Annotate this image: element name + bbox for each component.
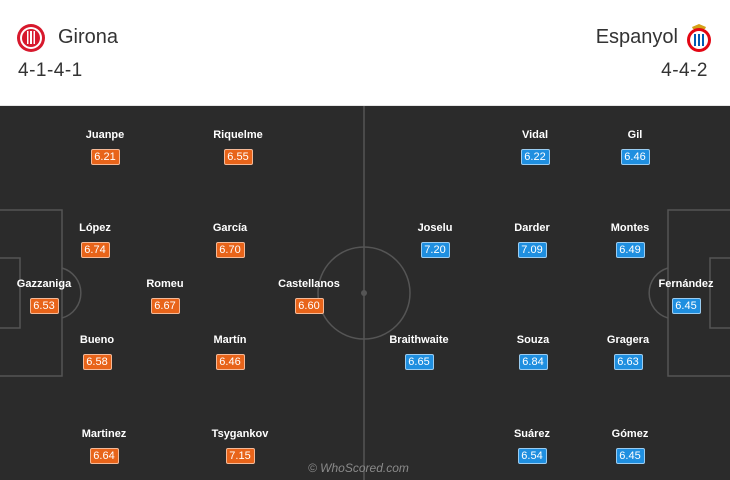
player-suarez[interactable]: Suárez 6.54 <box>487 428 577 464</box>
player-rating: 6.45 <box>615 448 645 464</box>
whoscored-watermark: © WhoScored.com <box>308 461 409 475</box>
girona-crest-icon <box>17 24 45 52</box>
player-name: Gazzaniga <box>16 278 72 290</box>
player-name: Suárez <box>513 428 551 440</box>
player-vidal[interactable]: Vidal 6.22 <box>490 129 580 165</box>
player-name: Montes <box>610 222 650 234</box>
player-name: Joselu <box>417 222 453 234</box>
player-riquelme[interactable]: Riquelme 6.55 <box>193 129 283 165</box>
player-name: Souza <box>516 334 550 346</box>
player-name: Vidal <box>521 129 549 141</box>
home-team-name: Girona <box>58 26 119 48</box>
away-formation: 4-4-2 <box>661 60 708 81</box>
player-castellanos[interactable]: Castellanos 6.60 <box>264 278 354 314</box>
player-rating: 6.46 <box>620 149 650 165</box>
player-rating: 6.84 <box>518 354 548 370</box>
player-name: Darder <box>514 222 550 234</box>
player-montes[interactable]: Montes 6.49 <box>585 222 675 258</box>
player-braithwaite[interactable]: Braithwaite 6.65 <box>374 334 464 370</box>
player-rating: 6.64 <box>89 448 119 464</box>
player-rating: 6.53 <box>29 298 59 314</box>
player-rating: 7.09 <box>517 242 547 258</box>
player-darder[interactable]: Darder 7.09 <box>487 222 577 258</box>
player-rating: 6.58 <box>82 354 112 370</box>
player-name: Tsygankov <box>211 428 269 440</box>
player-name: López <box>79 222 111 234</box>
player-joselu[interactable]: Joselu 7.20 <box>390 222 480 258</box>
player-rating: 6.49 <box>615 242 645 258</box>
player-rating: 6.45 <box>671 298 701 314</box>
player-tsygankov[interactable]: Tsygankov 7.15 <box>195 428 285 464</box>
pitch-lines <box>0 106 730 480</box>
player-gragera[interactable]: Gragera 6.63 <box>583 334 673 370</box>
player-rating: 6.60 <box>294 298 324 314</box>
player-name: Martinez <box>81 428 127 440</box>
player-rating: 6.22 <box>520 149 550 165</box>
player-rating: 6.63 <box>613 354 643 370</box>
player-rating: 6.55 <box>223 149 253 165</box>
match-header: Girona 4-1-4-1 Espanyol 4-4-2 <box>0 0 730 106</box>
player-gazzaniga[interactable]: Gazzaniga 6.53 <box>0 278 89 314</box>
player-garcia[interactable]: García 6.70 <box>185 222 275 258</box>
pitch: Juanpe 6.21 Riquelme 6.55 López 6.74 Gar… <box>0 106 730 480</box>
player-name: Martín <box>213 334 247 346</box>
player-name: Riquelme <box>213 129 263 141</box>
player-martin[interactable]: Martín 6.46 <box>185 334 275 370</box>
player-rating: 6.65 <box>404 354 434 370</box>
player-juanpe[interactable]: Juanpe 6.21 <box>60 129 150 165</box>
player-name: Fernández <box>658 278 714 290</box>
player-gil[interactable]: Gil 6.46 <box>590 129 680 165</box>
player-rating: 6.67 <box>150 298 180 314</box>
player-rating: 6.46 <box>215 354 245 370</box>
player-rating: 7.20 <box>420 242 450 258</box>
player-name: Castellanos <box>278 278 340 290</box>
away-team-name: Espanyol <box>595 26 678 48</box>
player-souza[interactable]: Souza 6.84 <box>488 334 578 370</box>
player-rating: 7.15 <box>225 448 255 464</box>
player-name: Gómez <box>611 428 649 440</box>
player-rating: 6.74 <box>80 242 110 258</box>
home-formation: 4-1-4-1 <box>18 60 83 81</box>
player-name: Romeu <box>146 278 184 290</box>
espanyol-crest-icon <box>687 24 711 52</box>
player-gomez[interactable]: Gómez 6.45 <box>585 428 675 464</box>
player-name: García <box>212 222 248 234</box>
player-bueno[interactable]: Bueno 6.58 <box>52 334 142 370</box>
player-fernandez[interactable]: Fernández 6.45 <box>641 278 730 314</box>
player-rating: 6.54 <box>517 448 547 464</box>
player-rating: 6.70 <box>215 242 245 258</box>
player-name: Gil <box>627 129 643 141</box>
player-name: Juanpe <box>85 129 125 141</box>
player-name: Gragera <box>606 334 650 346</box>
player-name: Braithwaite <box>389 334 449 346</box>
player-romeu[interactable]: Romeu 6.67 <box>120 278 210 314</box>
player-lopez[interactable]: López 6.74 <box>50 222 140 258</box>
player-rating: 6.21 <box>90 149 120 165</box>
player-name: Bueno <box>79 334 115 346</box>
player-martinez[interactable]: Martinez 6.64 <box>59 428 149 464</box>
